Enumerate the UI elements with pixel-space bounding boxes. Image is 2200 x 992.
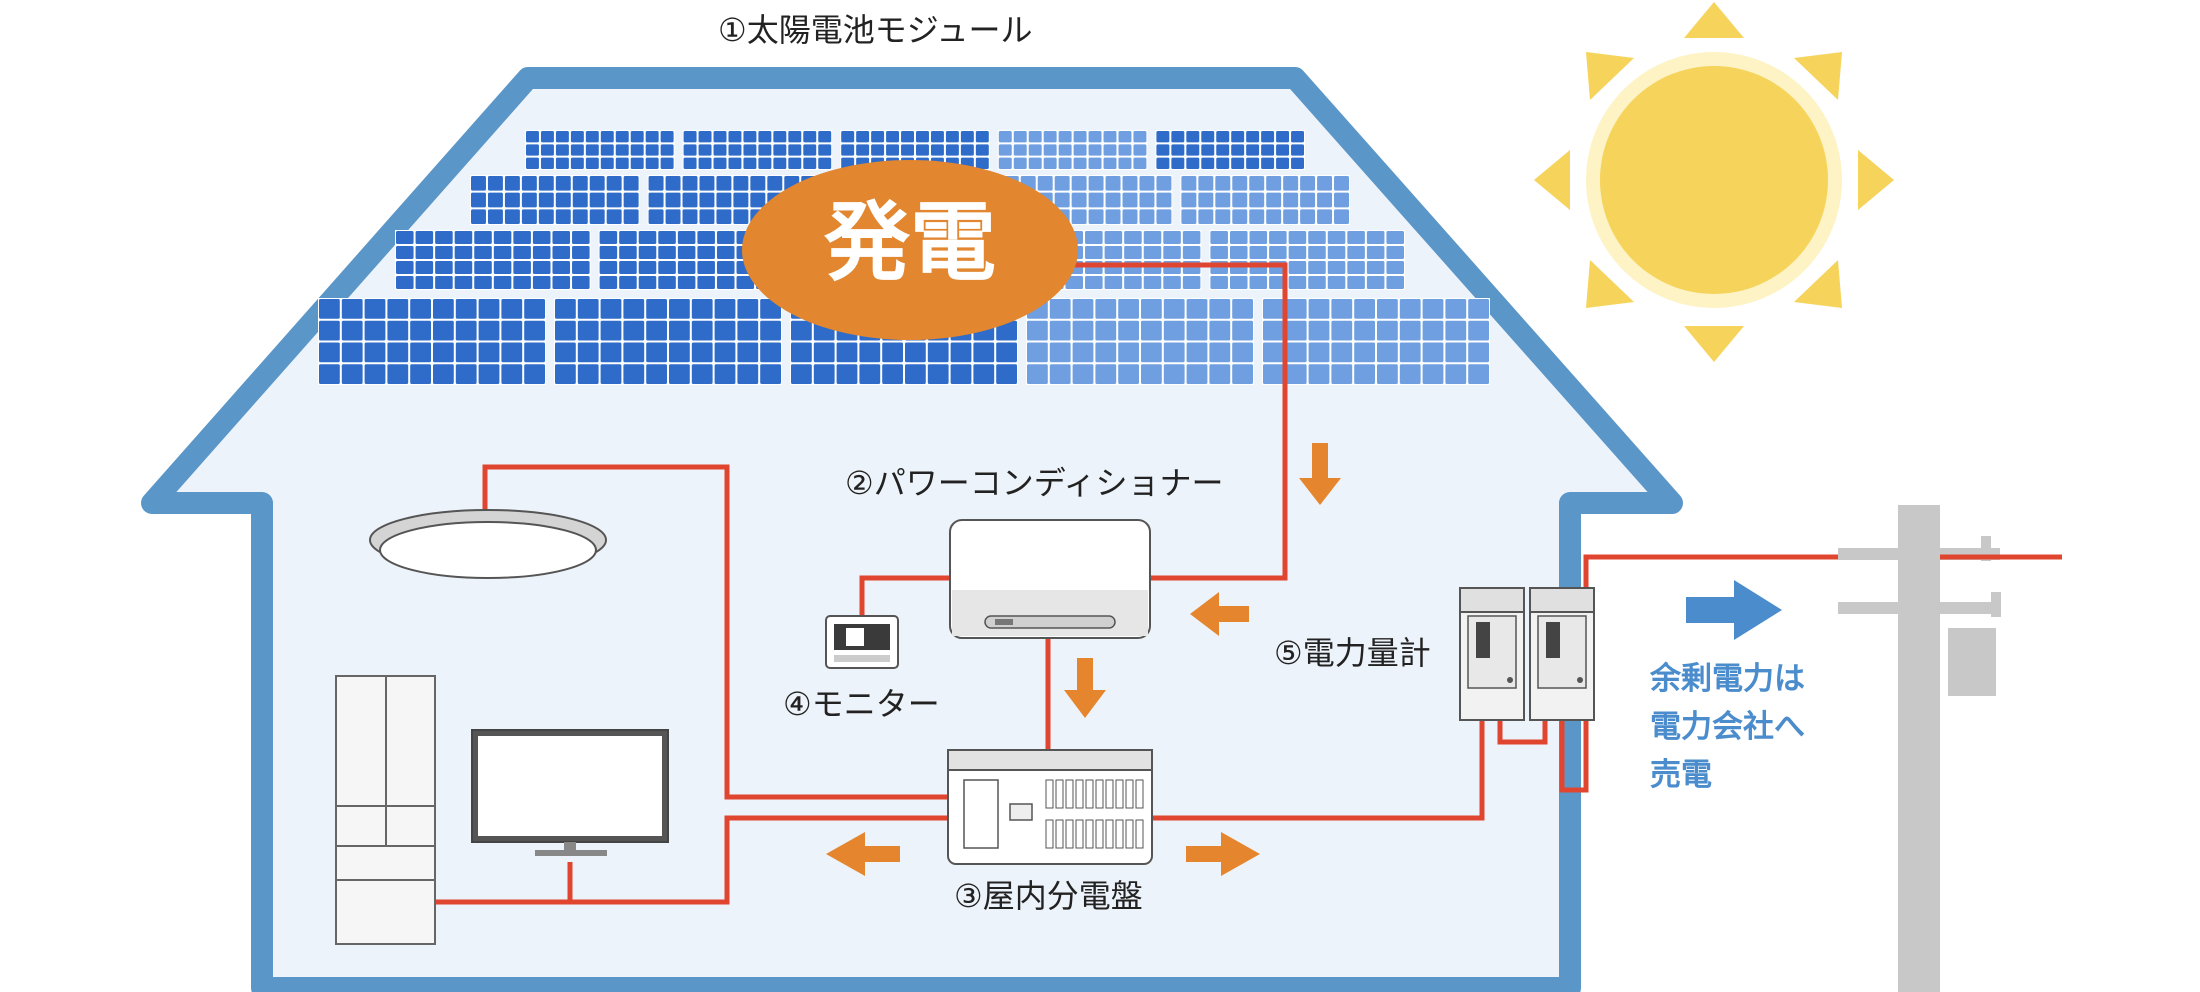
wire-board-to-meter [1150,720,1485,821]
solar-module-label: ①太陽電池モジュール [718,11,1033,49]
sun-icon [1534,2,1894,362]
arrow-right-board [1186,832,1260,876]
distribution-board-device [947,749,1153,865]
power-conditioner-device [949,519,1151,639]
power-meter-label: ⑤電力量計 [1274,634,1431,672]
sell-note-line-2: 電力会社へ [1650,709,1805,745]
sell-note: 余剰電力は 電力会社へ 売電 [1650,655,1805,799]
solar-panel [1180,175,1350,225]
wire-meter-loop [1497,720,1548,745]
solar-panel [318,298,546,385]
arrow-left-board [826,832,900,876]
monitor-device [825,615,899,669]
wire-board-to-light [482,464,950,800]
ceiling-light-icon [369,509,607,579]
wire-panel-to-conditioner [1070,262,1288,581]
arrow-down-conditioner [1064,658,1106,718]
power-conditioner-label: ②パワーコンディショナー [845,464,1224,502]
solar-panel [470,175,640,225]
generation-badge-label: 発電 [824,193,996,293]
refrigerator-icon [335,675,436,945]
arrow-down-panel [1299,443,1341,505]
television-icon [471,729,669,856]
sell-note-line-3: 売電 [1650,757,1712,793]
solar-panel [1155,130,1305,170]
flow-arrows [826,443,1341,876]
utility-pole-icon [1838,505,2001,992]
monitor-label: ④モニター [783,685,940,723]
sell-arrow-icon [1686,580,1782,640]
wiring [435,262,2062,905]
sell-note-line-1: 余剰電力は [1650,661,1805,697]
solar-panel [554,298,782,385]
wire-meter-to-grid [1559,554,1838,793]
solar-panel [1209,230,1405,290]
solar-panel [395,230,591,290]
solar-panel [525,130,675,170]
solar-panel [997,130,1148,170]
power-meter-device [1459,587,1595,721]
solar-panel [1262,298,1490,385]
arrow-left-conditioner [1190,592,1249,636]
solar-panel [1026,298,1254,385]
wire-conditioner-to-monitor [859,575,955,620]
distribution-board-label: ③屋内分電盤 [954,877,1143,915]
wire-board-to-appliances [435,815,950,905]
generation-badge [742,160,1078,340]
solar-panel [682,130,833,170]
